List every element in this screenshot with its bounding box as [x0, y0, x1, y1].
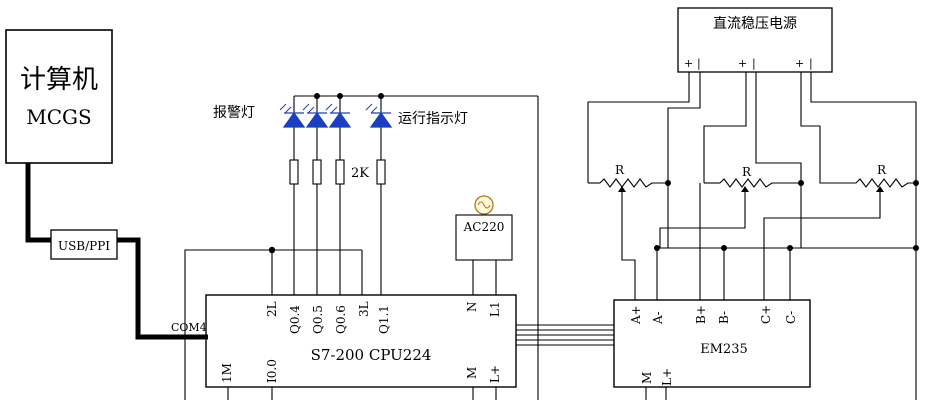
plc-pin-l1: L1: [488, 301, 502, 317]
pot-3-label: R: [877, 163, 887, 177]
resistor-2k-2: [312, 159, 322, 185]
supply-wiring: [587, 72, 917, 400]
usb-cable-upper: [25, 163, 52, 243]
potentiometer-2: [719, 178, 801, 188]
run-led: [369, 111, 393, 128]
plc-pin-q11: Q1.1: [377, 305, 391, 334]
usb-cable-lower: [117, 237, 208, 340]
input-junctions: [654, 245, 919, 251]
em235-pin-cplus: C+: [759, 305, 773, 324]
em235-pin-bplus: B+: [694, 305, 708, 324]
plc-pin-q06: Q0.6: [334, 305, 348, 334]
ac-source-label: AC220: [463, 220, 505, 234]
ps-pin-6: |: [809, 57, 813, 71]
ac-source-box: [455, 214, 513, 261]
expansion-bus-cable: [516, 324, 614, 346]
usb-ppi-box: [50, 229, 118, 260]
em235-pin-cminus: C-: [784, 311, 798, 324]
dc-power-supply-label: 直流稳压电源: [713, 15, 797, 32]
potentiometers: R R R: [588, 163, 919, 200]
led-columns: [279, 96, 393, 295]
dc-power-pins: + | + | + |: [684, 57, 813, 71]
em235-pin-aminus: A-: [651, 311, 665, 325]
plc-pin-3l: 3L: [357, 301, 371, 317]
plc-box: [205, 294, 517, 388]
com4-label: COM4: [171, 321, 207, 334]
ps-pin-5: +: [795, 57, 804, 70]
plc-pin-1m: 1M: [220, 363, 234, 383]
em235-input-wiring: [621, 183, 916, 300]
ps-pin-2: |: [697, 57, 701, 71]
usb-ppi-label: USB/PPI: [58, 239, 110, 253]
ps-pin-4: |: [752, 57, 756, 71]
em235-pin-m: M: [640, 372, 654, 384]
em235-box: [613, 299, 811, 388]
plc-pin-q04: Q0.4: [288, 305, 302, 334]
potentiometer-3: [836, 178, 916, 188]
em235-pin-aplus: A+: [629, 305, 643, 325]
computer-label: 计算机: [20, 65, 98, 95]
computer-box: [5, 29, 113, 164]
plc-pin-m: M: [465, 367, 479, 379]
dc-power-supply-box: [677, 7, 833, 73]
alarm-led-label: 报警灯: [213, 105, 255, 121]
alarm-led-1: [282, 111, 306, 128]
alarm-led-3: [328, 111, 352, 128]
plc-pin-q05: Q0.5: [311, 305, 325, 334]
pot-2-label: R: [742, 165, 752, 179]
resistor-2k-label: 2K: [351, 166, 369, 181]
ps-pin-3: +: [738, 57, 747, 70]
em235-bottom-stubs: [645, 387, 667, 400]
plc-pin-lplus: L+: [488, 365, 502, 383]
em235-pin-bminus: B-: [717, 311, 731, 324]
em235-label: EM235: [700, 342, 748, 357]
ps-pin-1: +: [684, 57, 693, 70]
resistor-2k-4: [376, 159, 386, 185]
potentiometer-1: [599, 178, 668, 188]
resistor-2k-3: [335, 159, 345, 185]
pot-1-label: R: [615, 163, 625, 177]
em235-pin-lplus: L+: [660, 368, 674, 386]
run-led-label: 运行指示灯: [398, 111, 468, 127]
resistor-2k-1: [289, 159, 299, 185]
left-return-wire: [184, 249, 273, 400]
alarm-led-2: [305, 111, 329, 128]
plc-model-label: S7-200 CPU224: [311, 346, 432, 364]
computer-mcgs-label: MCGS: [26, 105, 91, 129]
plc-pin-i00: I0.0: [265, 359, 279, 383]
plc-bottom-stubs: [227, 387, 497, 400]
ac-sine-icon: [477, 201, 491, 209]
plc-pin-2l: 2L: [265, 301, 279, 317]
plc-pin-n: N: [465, 302, 479, 313]
